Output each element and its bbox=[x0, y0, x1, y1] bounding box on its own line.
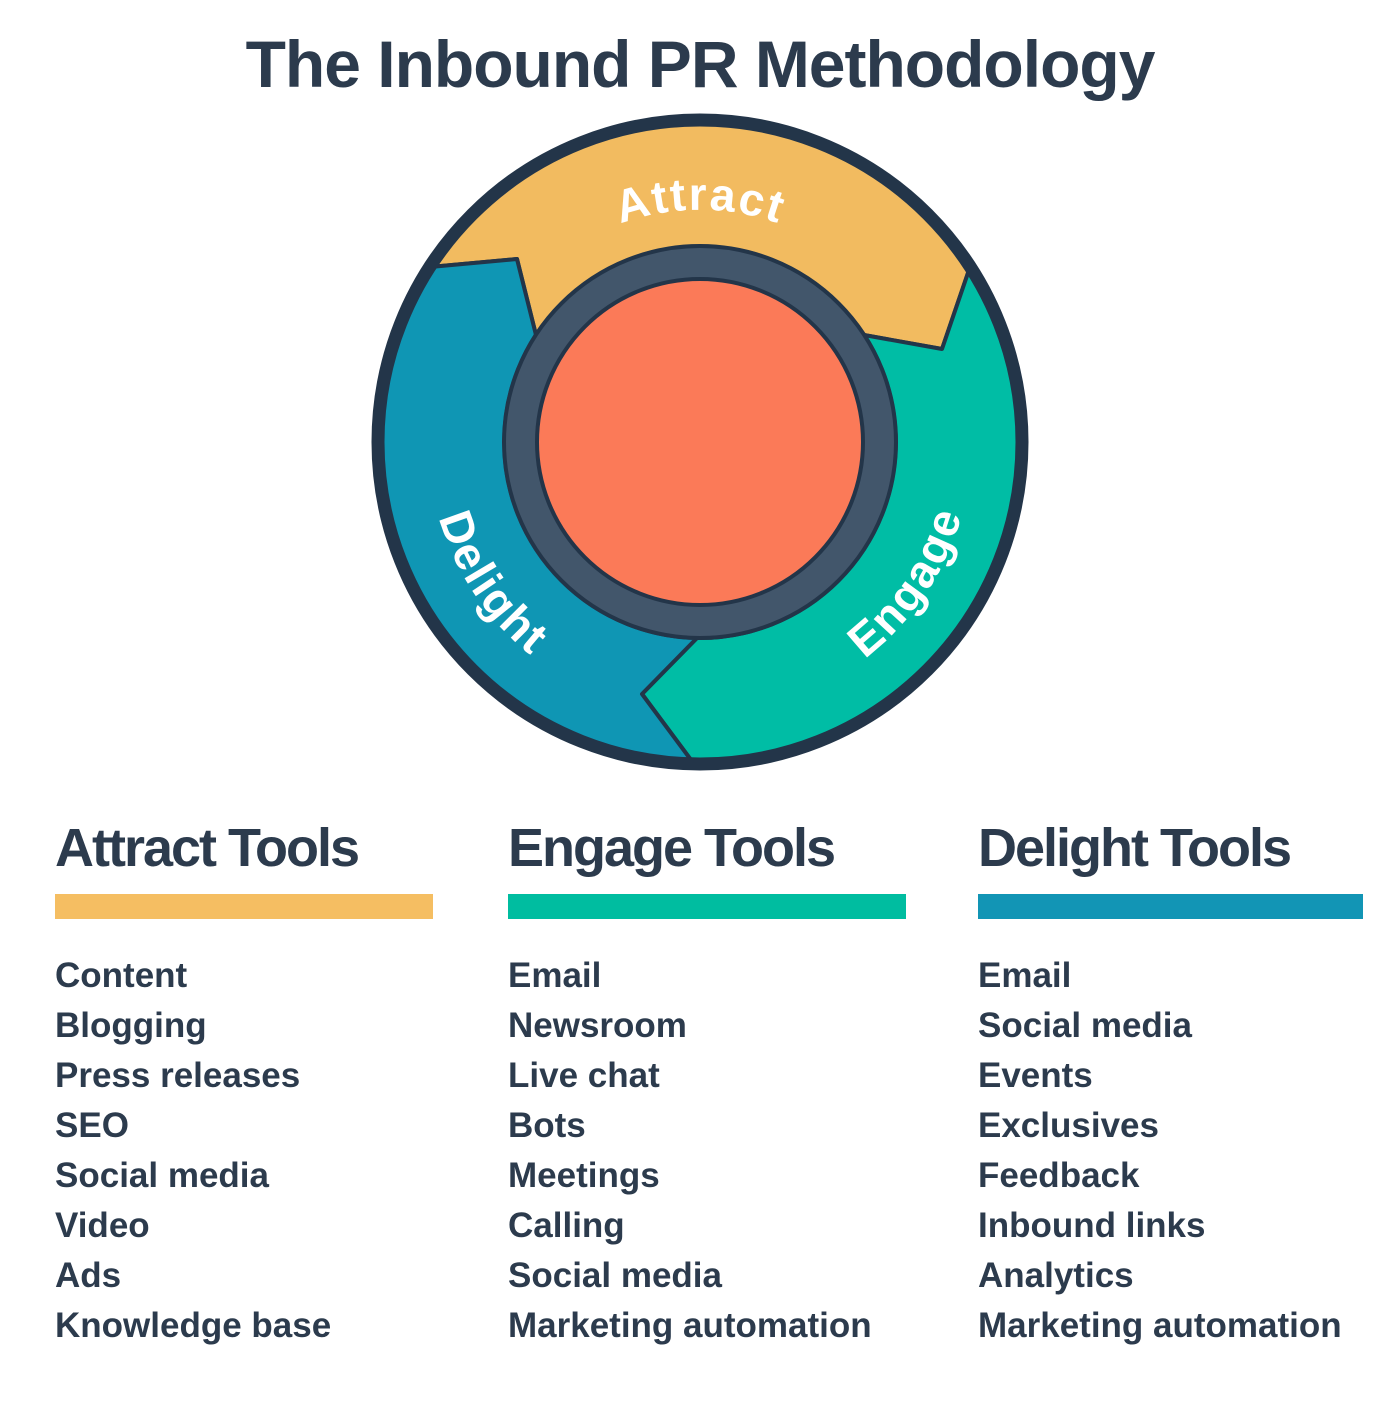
list-item: SEO bbox=[55, 1106, 129, 1145]
list-item: Video bbox=[55, 1206, 150, 1245]
list-item: Exclusives bbox=[978, 1106, 1159, 1145]
list-item: Marketing automation bbox=[508, 1306, 872, 1345]
delight-accent-bar bbox=[978, 894, 1363, 919]
list-item: Analytics bbox=[978, 1256, 1134, 1295]
delight-tools-list: Email Social media Events Exclusives Fee… bbox=[978, 951, 1370, 1351]
flywheel-hub-core bbox=[535, 277, 865, 607]
list-item: Email bbox=[508, 956, 602, 995]
attract-tools-heading: Attract Tools bbox=[55, 818, 360, 878]
list-item: Email bbox=[978, 956, 1072, 995]
engage-tools-heading: Engage Tools bbox=[508, 818, 836, 878]
flywheel-diagram: Attract Engage Delight bbox=[0, 112, 1400, 772]
tools-section: Attract Tools Content Blogging Press rel… bbox=[0, 818, 1400, 1351]
delight-tools-column: Delight Tools Email Social media Events … bbox=[978, 818, 1370, 1351]
list-item: Content bbox=[55, 956, 188, 995]
page-title: The Inbound PR Methodology bbox=[245, 27, 1156, 101]
list-item: Feedback bbox=[978, 1156, 1140, 1195]
list-item: Press releases bbox=[55, 1056, 301, 1095]
flywheel-svg: Attract Engage Delight bbox=[371, 113, 1029, 771]
attract-tools-column: Attract Tools Content Blogging Press rel… bbox=[55, 818, 508, 1351]
attract-accent-bar bbox=[55, 894, 433, 919]
engage-tools-list: Email Newsroom Live chat Bots Meetings C… bbox=[508, 951, 978, 1351]
list-item: Newsroom bbox=[508, 1006, 687, 1045]
list-item: Bots bbox=[508, 1106, 586, 1145]
list-item: Social media bbox=[978, 1006, 1192, 1045]
list-item: Ads bbox=[55, 1256, 122, 1295]
list-item: Calling bbox=[508, 1206, 625, 1245]
delight-tools-heading: Delight Tools bbox=[978, 818, 1292, 878]
list-item: Inbound links bbox=[978, 1206, 1206, 1245]
list-item: Social media bbox=[508, 1256, 722, 1295]
list-item: Meetings bbox=[508, 1156, 660, 1195]
list-item: Marketing automation bbox=[978, 1306, 1342, 1345]
list-item: Social media bbox=[55, 1156, 269, 1195]
flywheel-outer-border bbox=[371, 113, 1029, 771]
list-item: Live chat bbox=[508, 1056, 660, 1095]
engage-tools-column: Engage Tools Email Newsroom Live chat Bo… bbox=[508, 818, 978, 1351]
list-item: Events bbox=[978, 1056, 1093, 1095]
list-item: Blogging bbox=[55, 1006, 207, 1045]
list-item: Knowledge base bbox=[55, 1306, 332, 1345]
engage-accent-bar bbox=[508, 894, 906, 919]
attract-tools-list: Content Blogging Press releases SEO Soci… bbox=[55, 951, 508, 1351]
